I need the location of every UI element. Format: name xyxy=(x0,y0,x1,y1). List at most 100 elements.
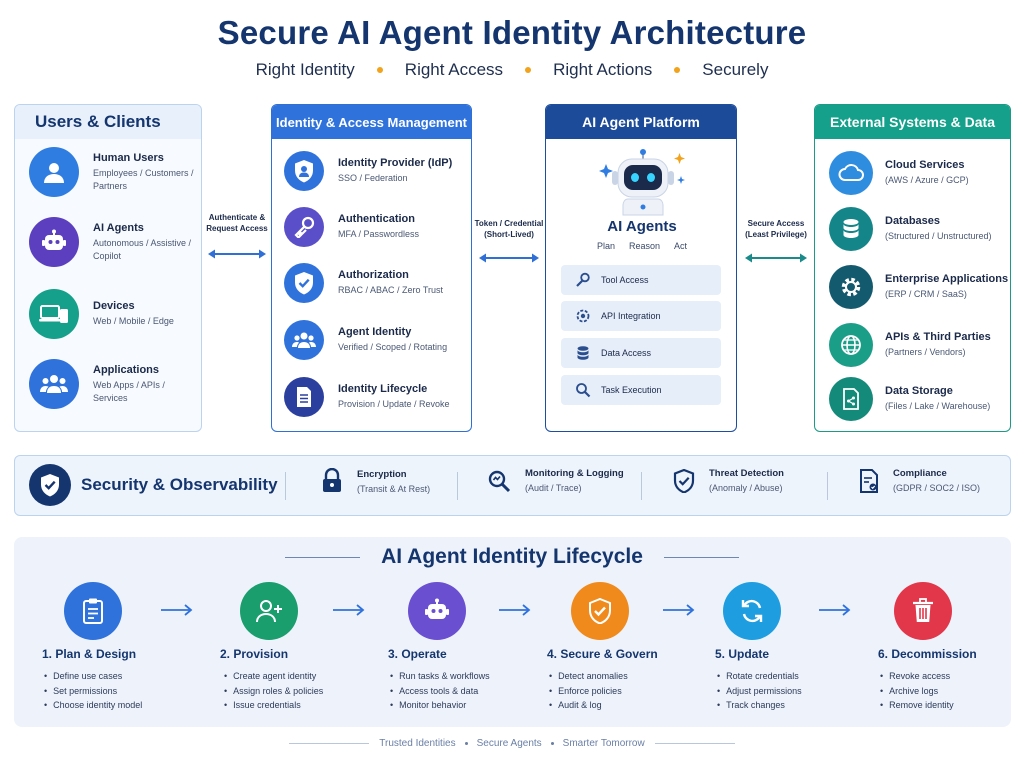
step-bullet: Set permissions xyxy=(44,684,142,699)
item-name: Applications xyxy=(93,363,160,376)
step-bullet: Archive logs xyxy=(880,684,954,699)
step-name: 5. Update xyxy=(715,647,770,661)
footer-item: Smarter Tomorrow xyxy=(562,738,645,749)
item-name: Identity Provider (IdP) xyxy=(338,157,453,169)
file-icon xyxy=(829,377,873,421)
tagline-item: Right Actions xyxy=(553,60,653,79)
iam-title: Identity & Access Management xyxy=(272,105,471,139)
step-bullets: Define use cases Set permissions Choose … xyxy=(44,669,142,713)
tool-label: Tool Access xyxy=(601,275,649,285)
platform-tool-access[interactable]: Tool Access xyxy=(561,265,721,295)
gear-icon xyxy=(576,309,590,323)
item-desc: (AWS / Azure / GCP) xyxy=(885,175,969,185)
ext-item-enterprise-apps[interactable]: Enterprise Applications(ERP / CRM / SaaS… xyxy=(829,265,1009,309)
shield-check-icon xyxy=(673,468,695,493)
step-bullet: Revoke access xyxy=(880,669,954,684)
security-item-compliance[interactable]: Compliance (GDPR / SOC2 / ISO) xyxy=(859,468,980,493)
item-desc: Autonomous / Assistive / Copilot xyxy=(93,237,192,261)
step-bullet: Assign roles & policies xyxy=(224,684,323,699)
connector-label-authenticate: Authenticate & Request Access xyxy=(206,213,268,233)
tagline-item: Securely xyxy=(702,60,769,79)
platform-api-integration[interactable]: API Integration xyxy=(561,301,721,331)
divider xyxy=(289,743,370,744)
item-name: Cloud Services xyxy=(885,159,965,171)
tagline: Right Identity Right Access Right Action… xyxy=(0,60,1024,80)
globe-icon xyxy=(829,323,873,367)
external-systems-panel: External Systems & Data Cloud Services(A… xyxy=(814,104,1011,432)
shield-check-icon xyxy=(29,464,71,506)
step-bullet: Remove identity xyxy=(880,698,954,713)
step-bullet: Detect anomalies xyxy=(549,669,628,684)
step-bullets: Create agent identity Assign roles & pol… xyxy=(224,669,323,713)
connector-label-token: Token / Credential (Short-Lived) xyxy=(474,219,544,239)
item-desc: (GDPR / SOC2 / ISO) xyxy=(893,483,981,493)
step-bullet: Audit & log xyxy=(549,698,628,713)
step-bullet: Track changes xyxy=(717,698,802,713)
item-desc: Verified / Scoped / Rotating xyxy=(338,342,448,352)
item-desc: (ERP / CRM / SaaS) xyxy=(885,289,967,299)
item-desc: Web Apps / APIs / Services xyxy=(93,379,165,403)
tagline-item: Right Identity xyxy=(255,60,355,79)
item-name: AI Agents xyxy=(93,221,144,234)
step-bullet: Enforce policies xyxy=(549,684,628,699)
lock-icon xyxy=(323,468,341,492)
ext-item-data-storage[interactable]: Data Storage(Files / Lake / Warehouse) xyxy=(829,377,1009,421)
checklist-icon xyxy=(860,468,878,493)
step-bullets: Revoke access Archive logs Remove identi… xyxy=(880,669,954,713)
step-name: 2. Provision xyxy=(220,647,289,661)
trash-icon xyxy=(894,582,952,640)
ext-item-apis-third-parties[interactable]: APIs & Third Parties(Partners / Vendors) xyxy=(829,323,1009,367)
item-name: Compliance xyxy=(893,468,947,479)
magnifier-icon xyxy=(488,470,511,492)
security-observability-bar: Security & Observability Encryption(Tran… xyxy=(14,455,1011,516)
person-icon xyxy=(29,147,79,197)
step-bullet: Access tools & data xyxy=(390,684,490,699)
item-name: Threat Detection xyxy=(709,468,784,479)
ext-item-databases[interactable]: Databases(Structured / Unstructured) xyxy=(829,207,1009,251)
document-icon xyxy=(284,377,324,417)
item-name: Agent Identity xyxy=(338,326,412,338)
platform-data-access[interactable]: Data Access xyxy=(561,338,721,368)
divider xyxy=(285,472,286,500)
tagline-item: Right Access xyxy=(404,60,504,79)
item-desc: RBAC / ABAC / Zero Trust xyxy=(338,285,444,295)
security-item-threat-detection[interactable]: Threat Detection(Anomaly / Abuse) xyxy=(673,468,784,493)
double-arrow-icon xyxy=(745,253,807,263)
platform-task-execution[interactable]: Task Execution xyxy=(561,375,721,405)
security-item-encryption[interactable]: Encryption(Transit & At Rest) xyxy=(321,468,430,494)
shield-check-icon xyxy=(284,263,324,303)
ext-item-cloud[interactable]: Cloud Services (AWS / Azure / GCP) xyxy=(829,151,1009,195)
tool-label: Task Execution xyxy=(601,385,662,395)
gear-icon xyxy=(829,265,873,309)
database-icon xyxy=(829,207,873,251)
step-bullet: Issue credentials xyxy=(224,698,323,713)
step-bullet: Adjust permissions xyxy=(717,684,802,699)
item-desc: (Files / Lake / Warehouse) xyxy=(885,401,991,411)
agent-name: AI Agents xyxy=(607,218,677,235)
divider xyxy=(285,557,360,558)
divider xyxy=(654,743,735,744)
lifecycle-panel xyxy=(14,537,1011,727)
divider xyxy=(827,472,828,500)
iam-item-idp[interactable]: Identity Provider (IdP)SSO / Federation xyxy=(284,151,468,191)
iam-panel: Identity & Access Management Identity Pr… xyxy=(271,104,472,432)
item-desc: MFA / Passwordless xyxy=(338,229,420,239)
item-desc: (Audit / Trace) xyxy=(525,483,582,493)
divider xyxy=(457,472,458,500)
double-arrow-icon xyxy=(479,253,539,263)
step-bullets: Rotate credentials Adjust permissions Tr… xyxy=(717,669,802,713)
security-item-monitoring[interactable]: Monitoring & Logging(Audit / Trace) xyxy=(487,468,624,493)
item-desc: (Partners / Vendors) xyxy=(885,347,966,357)
footer-item: Secure Agents xyxy=(476,738,542,749)
devices-icon xyxy=(29,289,79,339)
item-desc: (Structured / Unstructured) xyxy=(885,231,992,241)
